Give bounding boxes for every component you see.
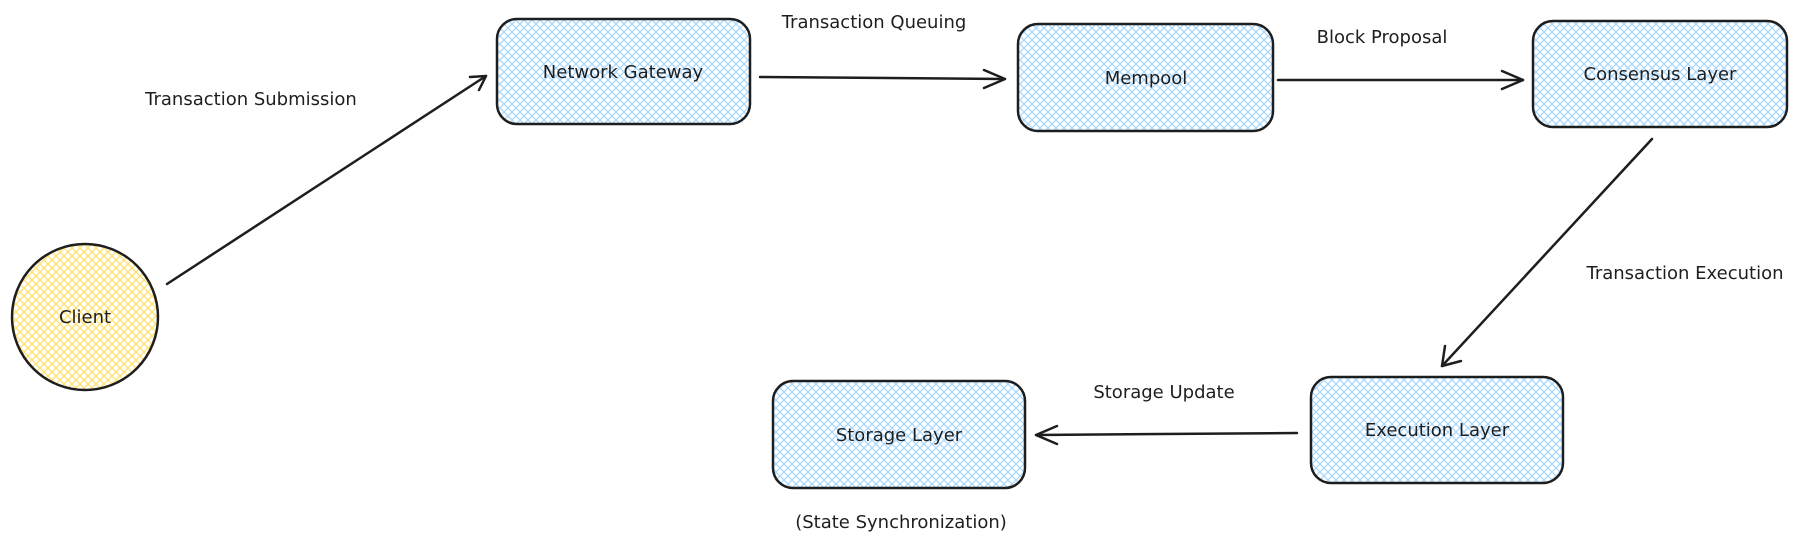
mempool-box: [1016, 22, 1275, 133]
edge-label-transaction-execution: Transaction Execution: [1585, 263, 1783, 284]
edge-label-storage-update: Storage Update: [1093, 382, 1234, 403]
storage-layer-label: Storage Layer: [836, 425, 963, 446]
edge-label-block-proposal: Block Proposal: [1317, 27, 1448, 48]
node-storage-layer[interactable]: Storage Layer: [771, 379, 1027, 490]
edge-transaction-submission[interactable]: Transaction Submission: [144, 74, 488, 286]
edge-block-proposal[interactable]: Block Proposal: [1276, 27, 1525, 91]
client-label: Client: [59, 307, 111, 328]
edge-line: [165, 74, 488, 286]
arrowhead-icon: [468, 74, 488, 92]
consensus-layer-box: [1531, 19, 1789, 129]
consensus-layer-label: Consensus Layer: [1584, 64, 1738, 85]
execution-layer-box: [1309, 375, 1565, 485]
arrowhead-icon: [1440, 344, 1463, 368]
edge-line: [1440, 137, 1654, 368]
node-execution-layer[interactable]: Execution Layer: [1309, 375, 1565, 485]
mempool-label: Mempool: [1105, 68, 1188, 89]
arrowhead-icon: [1500, 69, 1525, 91]
edge-transaction-queuing[interactable]: Transaction Queuing: [758, 12, 1007, 90]
edge-line: [1034, 431, 1299, 437]
edge-line: [758, 75, 1007, 81]
arrowhead-icon: [1034, 424, 1059, 446]
node-client[interactable]: Client: [10, 242, 160, 392]
storage-layer-box: [771, 379, 1027, 490]
arrowhead-icon: [982, 68, 1007, 90]
edge-transaction-execution[interactable]: Transaction Execution: [1440, 137, 1784, 368]
edge-storage-update[interactable]: Storage Update: [1034, 382, 1299, 446]
network-gateway-label: Network Gateway: [543, 62, 704, 83]
node-network-gateway[interactable]: Network Gateway: [495, 17, 752, 126]
note-state-synchronization: (State Synchronization): [795, 512, 1007, 533]
node-mempool[interactable]: Mempool: [1016, 22, 1275, 133]
node-consensus-layer[interactable]: Consensus Layer: [1531, 19, 1789, 129]
execution-layer-label: Execution Layer: [1365, 420, 1510, 441]
edge-label-transaction-queuing: Transaction Queuing: [781, 12, 967, 33]
edge-label-transaction-submission: Transaction Submission: [144, 89, 357, 110]
network-gateway-box: [495, 17, 752, 126]
client-circle: [10, 242, 160, 392]
